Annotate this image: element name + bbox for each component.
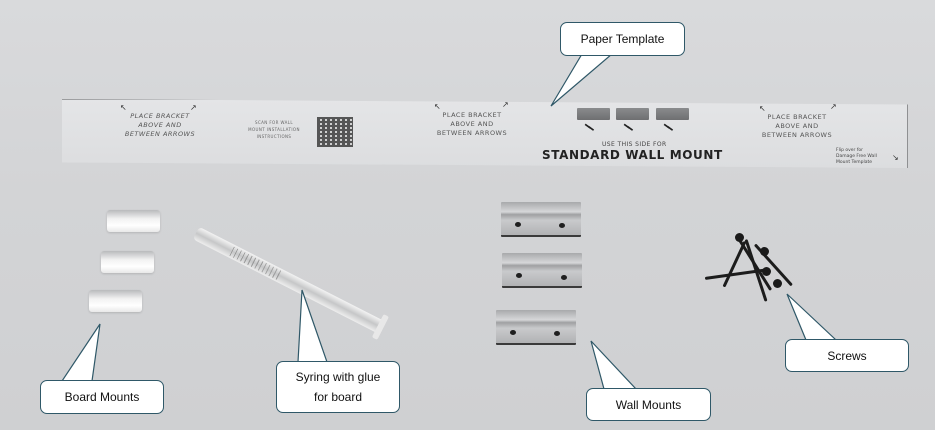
bracket-instruction-2: PLACE BRACKET ABOVE AND BETWEEN ARROWS xyxy=(422,111,522,138)
screw-head xyxy=(735,233,744,242)
callout-wall-mounts: Wall Mounts xyxy=(586,388,711,421)
callout-syringe: Syring with glue for board xyxy=(276,361,400,413)
board-mount xyxy=(89,290,142,312)
wall-mount xyxy=(502,253,582,288)
standard-wall-mount-label: STANDARD WALL MOUNT xyxy=(542,148,723,162)
wall-mount xyxy=(501,202,581,237)
flip-note: Flip over for Damage Free Wall Mount Tem… xyxy=(836,148,877,166)
callout-label: Board Mounts xyxy=(64,390,140,404)
arrow-icon: ↘ xyxy=(892,153,899,162)
instruction-line: ABOVE AND xyxy=(775,122,819,130)
screw-hole xyxy=(561,275,567,280)
callout-label: Wall Mounts xyxy=(615,397,682,412)
screw-hole xyxy=(510,330,516,335)
instruction-line: BETWEEN ARROWS xyxy=(436,129,508,137)
flip-line: Mount Template xyxy=(836,160,873,165)
flip-line: Flip over for xyxy=(836,148,864,153)
screw-hole xyxy=(554,331,560,336)
qr-text-line: SCAN FOR WALL xyxy=(255,120,293,125)
screw-hole xyxy=(516,273,522,278)
instruction-line: PLACE BRACKET xyxy=(442,111,502,119)
callout-paper-template: Paper Template xyxy=(560,22,685,56)
instruction-line: ABOVE AND xyxy=(138,121,182,129)
qr-instructions: SCAN FOR WALL MOUNT INSTALLATION INSTRUC… xyxy=(242,119,306,140)
callout-board-mounts: Board Mounts xyxy=(40,380,164,414)
arrow-icon: ↗ xyxy=(502,100,509,109)
wall-mount xyxy=(496,310,576,345)
screw-head xyxy=(760,247,769,256)
instruction-line: PLACE BRACKET xyxy=(767,113,827,121)
callout-screws: Screws xyxy=(785,339,909,372)
instruction-line: ABOVE AND xyxy=(450,120,494,128)
screw-head xyxy=(773,279,782,288)
use-side-label: USE THIS SIDE FOR xyxy=(602,141,667,148)
screw-head xyxy=(762,267,771,276)
board-mount xyxy=(107,210,160,232)
flip-line: Damage Free Wall xyxy=(836,154,877,159)
screw-hole xyxy=(559,223,565,228)
callout-label: Screws xyxy=(827,348,867,363)
instruction-line: BETWEEN ARROWS xyxy=(761,131,833,139)
bracket-instruction-3: PLACE BRACKET ABOVE AND BETWEEN ARROWS xyxy=(747,113,847,140)
bracket-instruction-1: PLACE BRACKET ABOVE AND BETWEEN ARROWS xyxy=(110,112,210,139)
qr-text-line: MOUNT INSTALLATION xyxy=(248,127,300,132)
callout-label: Syring with glue xyxy=(295,370,381,384)
arrow-icon: ↖ xyxy=(120,103,127,112)
board-mount xyxy=(101,251,154,273)
arrow-icon: ↗ xyxy=(190,103,197,112)
arrow-icon: ↗ xyxy=(830,102,837,111)
screw-hole xyxy=(515,222,521,227)
bracket-diagram xyxy=(616,108,649,120)
instruction-line: BETWEEN ARROWS xyxy=(124,130,196,138)
bracket-diagram xyxy=(577,108,610,120)
qr-text-line: INSTRUCTIONS xyxy=(256,134,292,139)
arrow-icon: ↖ xyxy=(434,102,441,111)
instruction-line: PLACE BRACKET xyxy=(130,112,190,120)
arrow-icon: ↖ xyxy=(759,104,766,113)
callout-label: Paper Template xyxy=(580,32,665,46)
paper-template: ↖ ↗ PLACE BRACKET ABOVE AND BETWEEN ARRO… xyxy=(62,99,908,168)
bracket-diagram xyxy=(656,108,689,120)
callout-label: for board xyxy=(313,390,363,404)
qr-code xyxy=(317,117,353,147)
